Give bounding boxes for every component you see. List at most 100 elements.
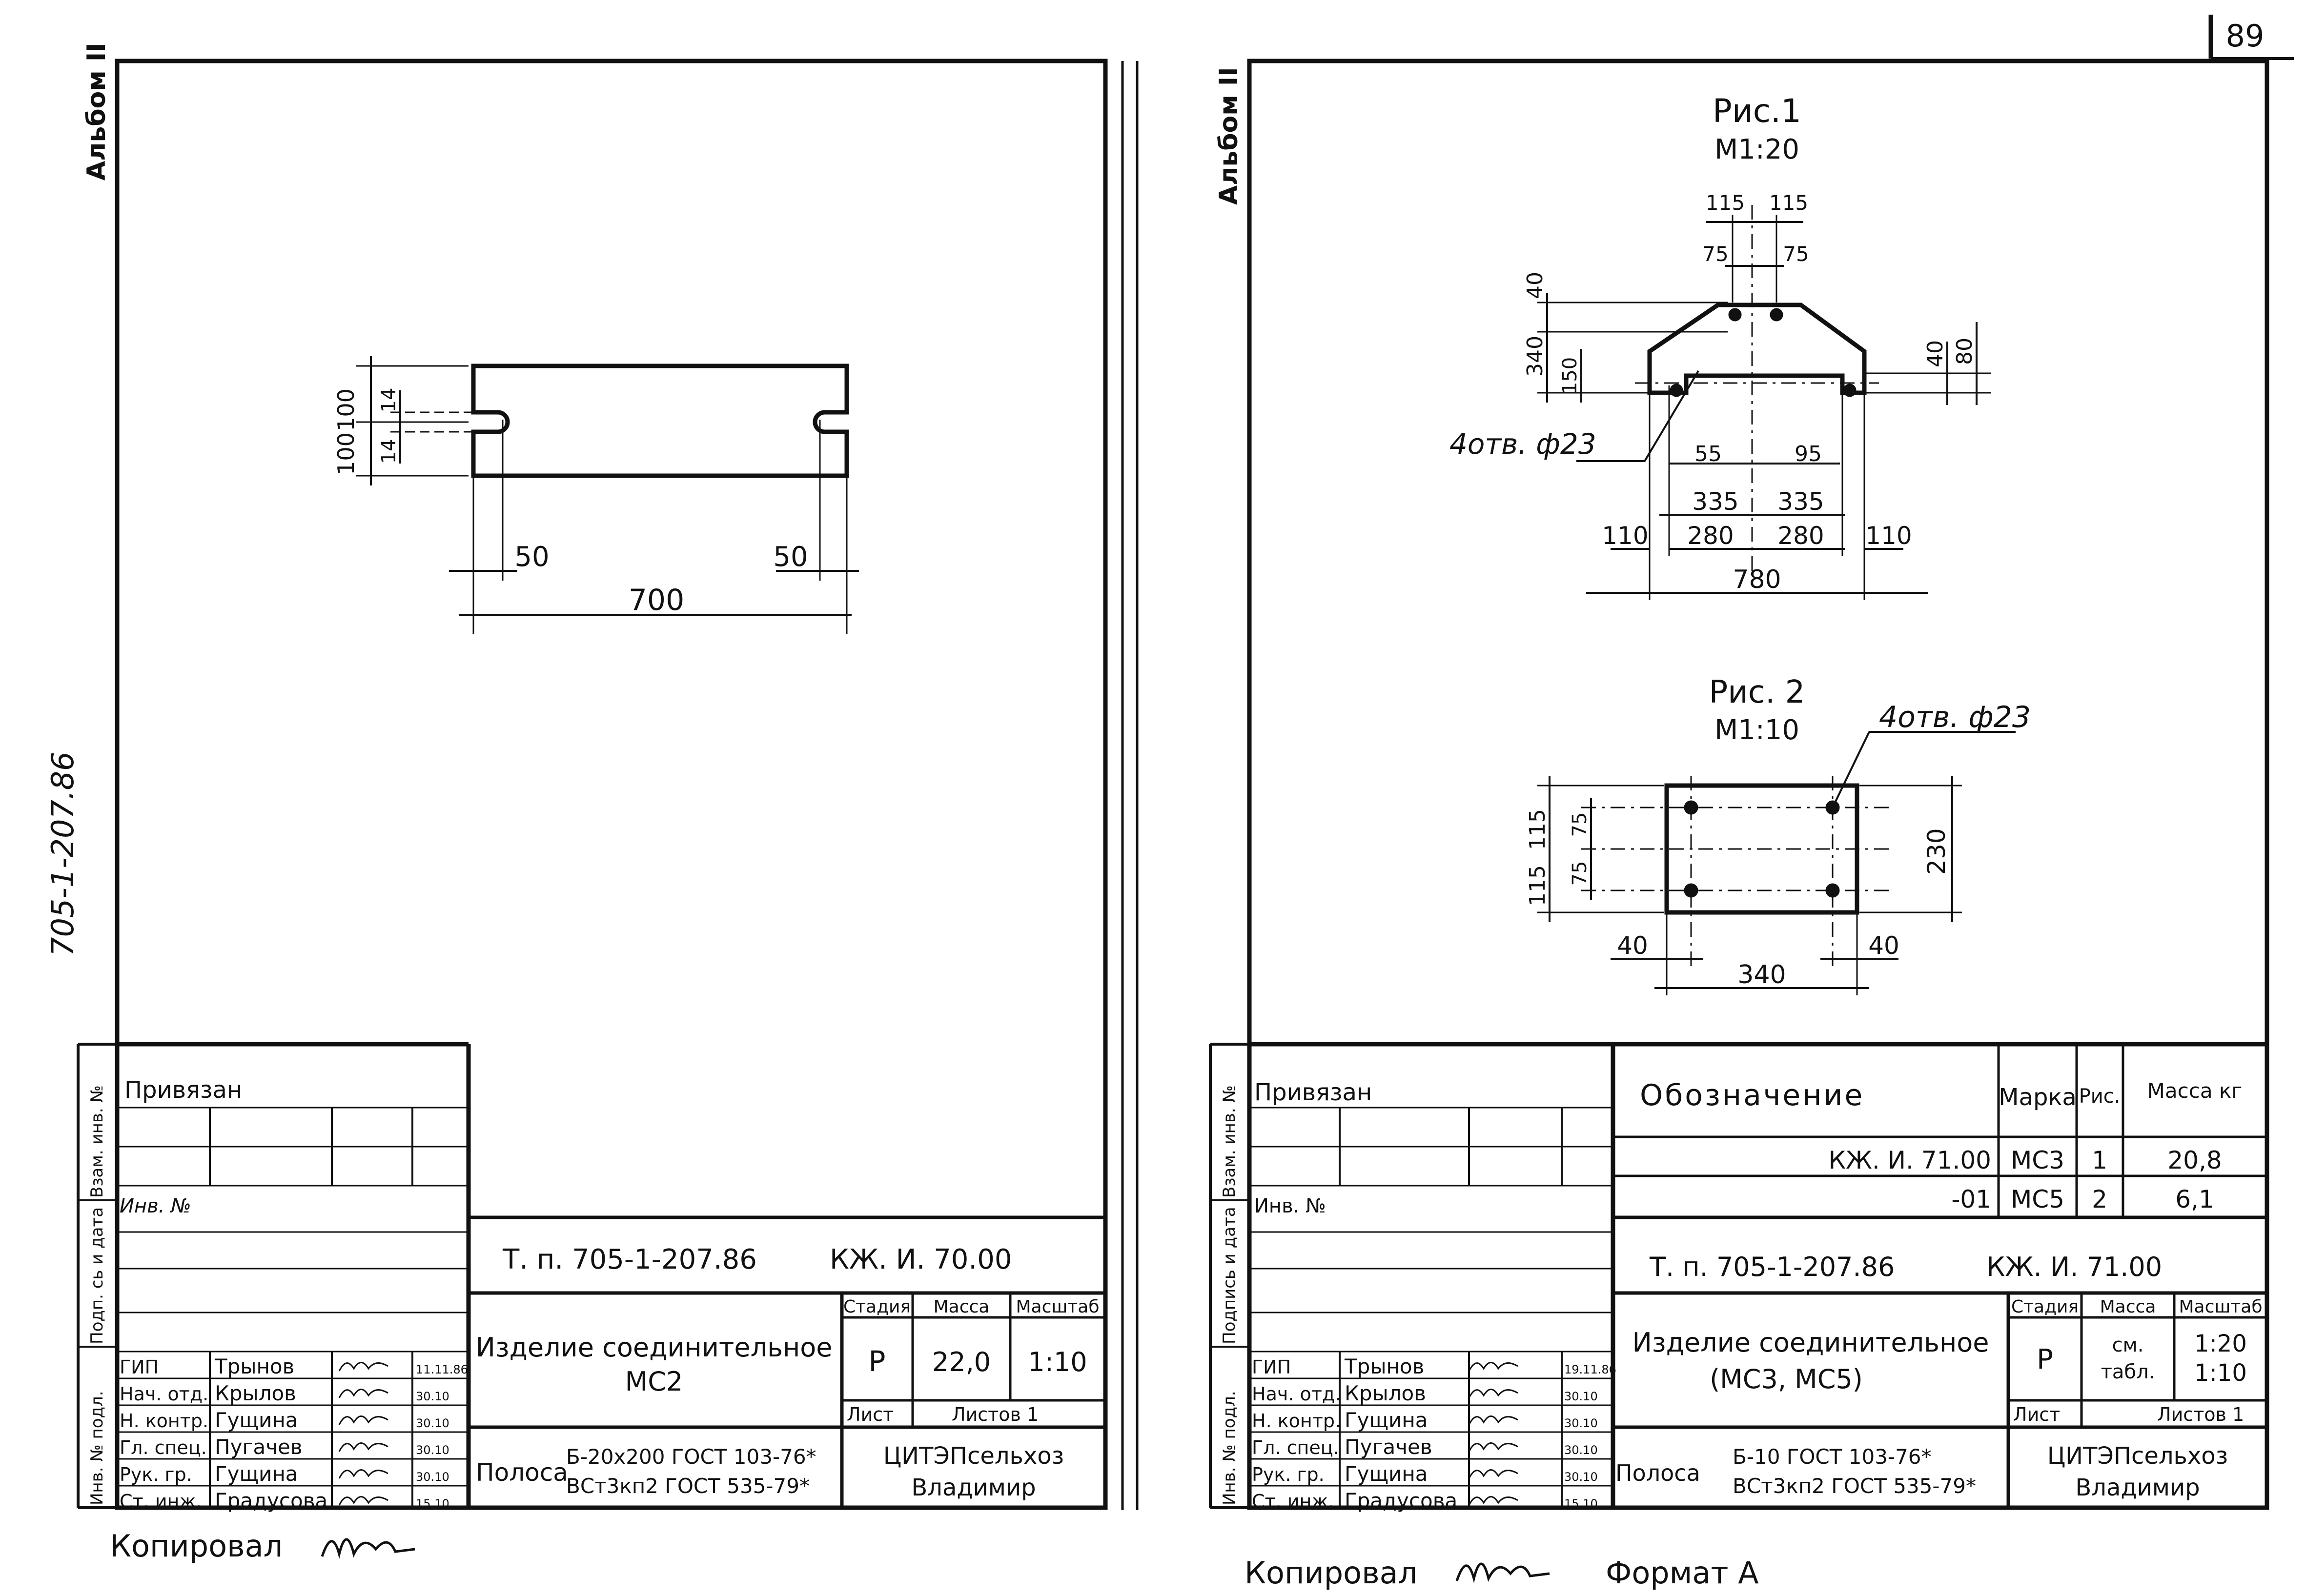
right-sheet: Альбом II Рис.1 М1:20 bbox=[1136, 59, 2269, 1513]
stamp-person-name: Пугачев bbox=[1345, 1435, 1432, 1459]
spec-header-designation: Обозначение bbox=[1640, 1078, 1864, 1112]
signature-scribble bbox=[1468, 1415, 1518, 1425]
stamp-person-name: Пугачев bbox=[215, 1435, 303, 1459]
spec-header-mark: Марка bbox=[1999, 1084, 2077, 1111]
fig2-dim-115b: 115 bbox=[1525, 865, 1550, 906]
stamp-person-date: 15.10 bbox=[416, 1497, 449, 1511]
dim-100-top: 100 bbox=[333, 388, 359, 431]
signature-scribble bbox=[1468, 1442, 1518, 1452]
stamp-person-name: Крылов bbox=[1345, 1381, 1426, 1405]
header-scale: Масштаб bbox=[1016, 1297, 1099, 1317]
value-stage: Р bbox=[869, 1345, 886, 1378]
stamp-person-date: 30.10 bbox=[1564, 1443, 1598, 1457]
signature-scribble bbox=[338, 1469, 388, 1479]
fig2-dim-40a: 40 bbox=[1617, 931, 1648, 960]
spec-row-1-designation: КЖ. И. 71.00 bbox=[1829, 1146, 1991, 1174]
signature-scribble bbox=[338, 1415, 388, 1425]
spec-row-1-mark: МС3 bbox=[2011, 1146, 2064, 1174]
stamp-person-name: Крылов bbox=[215, 1381, 296, 1405]
stamp-person-role: Н. контр. bbox=[120, 1410, 208, 1432]
header-scale-right: Масштаб bbox=[2179, 1297, 2262, 1317]
stamp-person-name: Гущина bbox=[215, 1462, 298, 1486]
material-label: Полоса bbox=[476, 1458, 568, 1487]
fig1-dim-280a: 280 bbox=[1687, 522, 1734, 550]
side-label-vzam: Взам. инв. № bbox=[87, 1085, 107, 1198]
value-scale-right-2: 1:10 bbox=[2194, 1359, 2247, 1387]
org-line-1-right: ЦИТЭПсельхоз bbox=[2047, 1442, 2228, 1470]
spec-row-2-designation: -01 bbox=[1951, 1185, 1991, 1213]
side-label-vzam-right: Взам. инв. № bbox=[1220, 1085, 1239, 1198]
stamp-person-role: Рук. гр. bbox=[1252, 1464, 1325, 1485]
stamp-person-role: Рук. гр. bbox=[120, 1464, 192, 1485]
header-stage-right: Стадия bbox=[2011, 1297, 2079, 1317]
fig1-dim-95: 95 bbox=[1795, 442, 1822, 466]
side-label-podpis: Подп. сь и дата bbox=[87, 1207, 107, 1344]
stamp-person-date: 30.10 bbox=[1564, 1416, 1598, 1430]
signature-left bbox=[321, 1538, 415, 1559]
sheets-label: Листов 1 bbox=[952, 1404, 1039, 1425]
side-code: 705-1-207.86 bbox=[45, 752, 81, 956]
fig1-dim-280b: 280 bbox=[1777, 522, 1824, 550]
dim-14-bottom: 14 bbox=[378, 439, 400, 464]
stamp-person-name: Градусова bbox=[1345, 1489, 1457, 1513]
value-mass-right-2: табл. bbox=[2101, 1361, 2155, 1383]
stamp-person-date: 30.10 bbox=[416, 1416, 449, 1430]
page-number-box: 89 bbox=[2208, 15, 2294, 60]
left-sheet: Альбом II 705-1-207.86 700 50 50 100 100… bbox=[45, 42, 1124, 1513]
org-line-2-right: Владимир bbox=[2075, 1474, 2200, 1501]
spec-row-2-mark: МС5 bbox=[2011, 1185, 2064, 1213]
footer-format: Формат А bbox=[1606, 1555, 1759, 1591]
stamp-person-date: 19.11.86 bbox=[1564, 1363, 1616, 1376]
sheets-label-right: Листов 1 bbox=[2157, 1404, 2244, 1425]
signature-scribble bbox=[1468, 1389, 1518, 1398]
sheet-label-right: Лист bbox=[2013, 1404, 2060, 1425]
footer-copied-left: Копировал bbox=[110, 1528, 283, 1564]
header-stage: Стадия bbox=[843, 1297, 911, 1317]
stamp-person-date: 30.10 bbox=[416, 1470, 449, 1484]
fig1-outline bbox=[1647, 303, 1867, 395]
material-line-2: ВСт3кп2 ГОСТ 535-79* bbox=[566, 1474, 810, 1498]
fig1-dim-150: 150 bbox=[1559, 357, 1581, 394]
value-mass-right-1: см. bbox=[2112, 1334, 2144, 1356]
signature-right bbox=[1455, 1562, 1550, 1583]
left-title-block bbox=[77, 1042, 1105, 1509]
title-line-1-right: Изделие соединительное bbox=[1632, 1327, 1989, 1358]
fig2-dim-340: 340 bbox=[1737, 960, 1786, 990]
stamp-label-privyazan-right: Привязан bbox=[1254, 1079, 1372, 1106]
fig1-dim-110b: 110 bbox=[1865, 522, 1912, 550]
fig2-title: Рис. 2 bbox=[1709, 674, 1805, 710]
fig1-dim-115b: 115 bbox=[1769, 191, 1808, 215]
spec-row-1-fig: 1 bbox=[2092, 1146, 2107, 1174]
spec-row-2-mass: 6,1 bbox=[2175, 1185, 2214, 1213]
signature-scribble bbox=[1468, 1362, 1518, 1372]
stamp-person-name: Трынов bbox=[1344, 1354, 1424, 1378]
project-number: Т. п. 705-1-207.86 bbox=[502, 1244, 757, 1275]
dim-14-top: 14 bbox=[378, 388, 400, 413]
signature-scribble bbox=[1468, 1496, 1518, 1506]
stamp-person-role: Ст. инж. bbox=[120, 1491, 202, 1512]
document-code-right: КЖ. И. 71.00 bbox=[1986, 1252, 2162, 1282]
fig2-dim-40b: 40 bbox=[1868, 931, 1899, 960]
spec-row-1-mass: 20,8 bbox=[2167, 1146, 2222, 1174]
stamp-person-name: Гущина bbox=[215, 1408, 298, 1432]
side-label-podpis-right: Подпись и дата bbox=[1220, 1207, 1239, 1344]
value-scale: 1:10 bbox=[1028, 1347, 1087, 1377]
fig1-scale: М1:20 bbox=[1714, 134, 1799, 165]
stamp-person-role: Гл. спец. bbox=[120, 1437, 207, 1458]
strip-part-outline bbox=[471, 364, 849, 478]
stamp-person-role: Гл. спец. bbox=[1252, 1437, 1339, 1458]
signature-scribble bbox=[338, 1442, 388, 1452]
stamp-person-role: Н. контр. bbox=[1252, 1410, 1341, 1432]
fig2-dim-75b: 75 bbox=[1569, 861, 1591, 886]
fig1-dim-115a: 115 bbox=[1706, 191, 1745, 215]
album-label: Альбом II bbox=[82, 42, 111, 181]
org-line-1: ЦИТЭПсельхоз bbox=[883, 1442, 1064, 1470]
fig1-dim-40-left: 40 bbox=[1523, 272, 1548, 299]
header-mass-right: Масса bbox=[2100, 1297, 2156, 1317]
left-stamp-grid-lines bbox=[117, 1107, 469, 1487]
stamp-person-name: Гущина bbox=[1345, 1408, 1428, 1432]
spec-header-fig: Рис. bbox=[2079, 1085, 2121, 1108]
